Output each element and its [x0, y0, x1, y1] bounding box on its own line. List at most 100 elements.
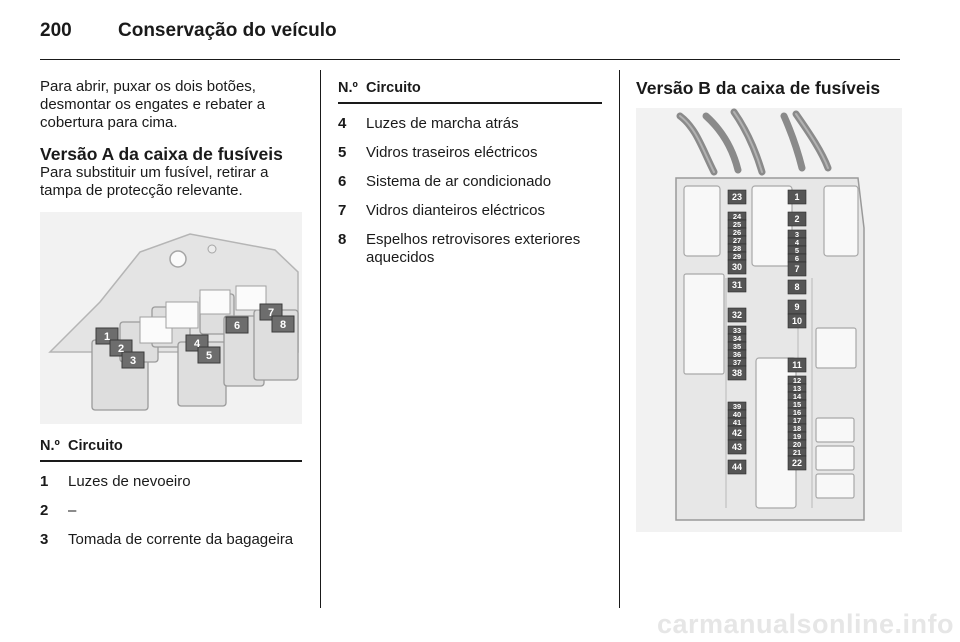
right-fuse-label-12: 12: [793, 376, 801, 385]
fuse-a-label-6: 6: [234, 320, 240, 332]
fuse-a-label-3: 3: [130, 355, 136, 367]
fuse-a-label-7: 7: [268, 307, 274, 319]
left-fuse-43: [727, 439, 747, 455]
table-row: 1 Luzes de nevoeiro: [40, 473, 302, 491]
left-fuse-label-39: 39: [733, 402, 741, 411]
left-fuse-label-42: 42: [732, 428, 742, 438]
right-fuse-label-16: 16: [793, 408, 801, 417]
table-header-num: N.º: [338, 80, 358, 96]
left-fuse-label-23: 23: [732, 192, 742, 202]
table-header: N.º Circuito: [40, 438, 302, 462]
page-number: 200: [40, 20, 72, 41]
right-fuse-label-19: 19: [793, 432, 801, 441]
left-fuse-label-35: 35: [733, 342, 741, 351]
left-fuse-label-31: 31: [732, 280, 742, 290]
table-row: 7 Vidros dianteiros eléctricos: [338, 202, 602, 220]
table-row: 5 Vidros traseiros eléctricos: [338, 144, 602, 162]
column-2: N.º Circuito 4 Luzes de marcha atrás 5 V…: [338, 80, 602, 267]
row-num: 8: [338, 231, 347, 248]
table-row: 6 Sistema de ar condicionado: [338, 173, 602, 191]
circuit-table-a: N.º Circuito 1 Luzes de nevoeiro 2 – 3 T…: [40, 438, 302, 549]
left-fuse-30: [727, 259, 747, 275]
left-fuse-label-28: 28: [733, 244, 741, 253]
column-divider-2: [619, 70, 620, 608]
page-title: Conservação do veículo: [118, 20, 337, 41]
fuse-box-a-illustration: 1 2 3 4 5 6 7 8: [40, 212, 302, 424]
left-fuse-label-36: 36: [733, 350, 741, 359]
left-fuse-label-34: 34: [733, 334, 742, 343]
left-fuse-label-33: 33: [733, 326, 741, 335]
left-fuse-label-26: 26: [733, 228, 741, 237]
row-num: 3: [40, 531, 49, 548]
right-fuse-7: [787, 261, 807, 277]
right-fuse-10: [787, 313, 807, 329]
right-fuse-label-9: 9: [794, 302, 799, 312]
row-text: Sistema de ar condicionado: [366, 173, 552, 190]
row-num: 1: [40, 473, 49, 490]
left-fuse-31: [727, 277, 747, 293]
fuse-a-label-5: 5: [206, 350, 212, 362]
column-divider-1: [320, 70, 321, 608]
row-num: 4: [338, 115, 347, 132]
column-1: Para abrir, puxar os dois botões, desmon…: [40, 78, 302, 549]
left-fuse-label-38: 38: [732, 368, 742, 378]
row-text: Luzes de nevoeiro: [68, 473, 191, 490]
left-fuse-label-25: 25: [733, 220, 741, 229]
right-fuse-label-22: 22: [792, 458, 802, 468]
left-fuse-23: [727, 189, 747, 205]
left-fuse-32: [727, 307, 747, 323]
right-fuse-label-6: 6: [795, 254, 799, 263]
heading-version-a: Versão A da caixa de fusíveis: [40, 144, 283, 164]
row-num: 5: [338, 144, 347, 161]
right-fuse-label-10: 10: [792, 316, 802, 326]
right-fuse-label-14: 14: [793, 392, 802, 401]
right-fuse-11: [787, 357, 807, 373]
left-fuse-44: [727, 459, 747, 475]
column-3: Versão B da caixa de fusíveis: [636, 78, 902, 532]
right-fuse-label-4: 4: [795, 238, 800, 247]
left-fuse-label-44: 44: [732, 462, 742, 472]
right-fuse-2: [787, 211, 807, 227]
left-fuse-38: [727, 365, 747, 381]
row-text: Tomada de corrente da bagageira: [68, 531, 294, 548]
right-fuse-label-2: 2: [794, 214, 799, 224]
circuit-table-b: N.º Circuito 4 Luzes de marcha atrás 5 V…: [338, 80, 602, 267]
table-row: 8 Espelhos retrovisores exteriores aquec…: [338, 231, 602, 267]
left-fuse-label-37: 37: [733, 358, 741, 367]
left-fuse-label-32: 32: [732, 310, 742, 320]
fuse-a-label-2: 2: [118, 343, 124, 355]
left-fuse-label-24: 24: [733, 212, 742, 221]
right-fuse-label-17: 17: [793, 416, 801, 425]
right-fuse-8: [787, 279, 807, 295]
fuse-box-b-illustration: 2324252627282930313233343536373839404142…: [636, 108, 902, 532]
right-fuse-label-13: 13: [793, 384, 801, 393]
row-text: Luzes de marcha atrás: [366, 115, 519, 132]
right-fuse-label-11: 11: [792, 360, 802, 370]
left-fuse-label-27: 27: [733, 236, 741, 245]
watermark: carmanualsonline.info: [656, 609, 954, 639]
table-header-circuit: Circuito: [366, 80, 421, 96]
right-fuse-1: [787, 189, 807, 205]
right-fuse-22: [787, 455, 807, 471]
row-text: Vidros traseiros eléctricos: [366, 144, 538, 161]
heading-version-b: Versão B da caixa de fusíveis: [636, 78, 881, 98]
left-fuse-label-40: 40: [733, 410, 741, 419]
right-fuse-label-18: 18: [793, 424, 801, 433]
fuse-a-label-8: 8: [280, 319, 286, 331]
right-fuse-label-1: 1: [794, 192, 799, 202]
right-fuse-label-7: 7: [794, 264, 799, 274]
row-text: Espelhos retrovisores exteriores aquecid…: [366, 231, 581, 266]
fuse-box-a-figure: 1 2 3 4 5 6 7 8: [40, 212, 302, 424]
right-fuse-label-21: 21: [793, 448, 801, 457]
table-header-circuit: Circuito: [68, 438, 123, 454]
instruction-paragraph: Para substituir um fusível, retirar a ta…: [40, 164, 269, 199]
row-num: 6: [338, 173, 347, 190]
fuse-a-label-4: 4: [194, 338, 201, 350]
left-fuse-label-41: 41: [733, 418, 741, 427]
page-header: 200 Conservação do veículo: [40, 12, 900, 60]
right-fuse-label-20: 20: [793, 440, 801, 449]
right-fuse-label-5: 5: [795, 246, 799, 255]
row-num: 2: [40, 502, 49, 519]
table-row: 4 Luzes de marcha atrás: [338, 115, 602, 133]
